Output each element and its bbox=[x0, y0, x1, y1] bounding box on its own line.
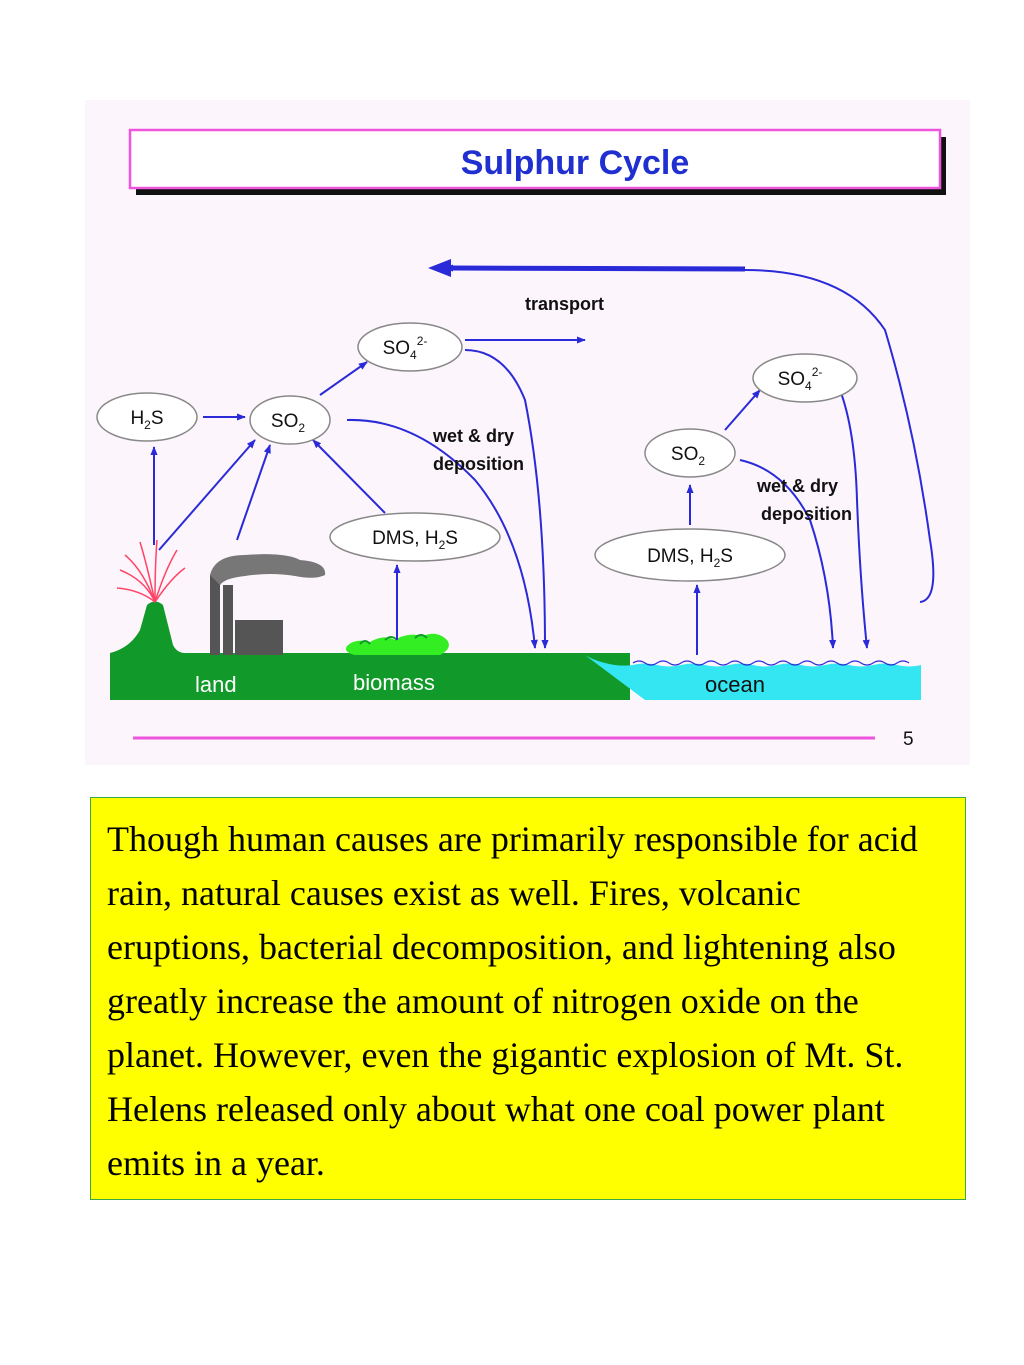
biomass-label: biomass bbox=[353, 670, 435, 695]
land-label: land bbox=[195, 672, 237, 697]
caption-box: Though human causes are primarily respon… bbox=[90, 797, 966, 1200]
wet-dry-right-label-line1: wet & dry bbox=[756, 476, 838, 496]
caption-paragraph: Though human causes are primarily respon… bbox=[107, 819, 918, 1183]
sulphur-cycle-diagram: Sulphur Cycle bbox=[85, 100, 970, 765]
dms-right-label: DMS, H2S bbox=[647, 546, 733, 570]
so2-left-deposition-arrow bbox=[346, 418, 538, 649]
dms-left-node bbox=[329, 512, 501, 562]
so2-left-label: SO2 bbox=[271, 411, 305, 435]
h2s-left-label: H2S bbox=[130, 408, 163, 432]
so4-right-deposition-arrow bbox=[839, 389, 870, 649]
biomass-icon bbox=[346, 633, 449, 655]
ocean-label: ocean bbox=[705, 672, 765, 697]
dms-right-node bbox=[594, 528, 786, 582]
wet-dry-left-label-line1: wet & dry bbox=[432, 426, 514, 446]
dms-left-to-so2-arrow bbox=[312, 439, 386, 514]
ocean-waves bbox=[632, 660, 910, 666]
transport-arrow bbox=[444, 264, 935, 603]
shore-slope bbox=[585, 653, 630, 700]
so4-left-deposition-arrow bbox=[464, 349, 549, 649]
h2s-left-node bbox=[96, 392, 198, 442]
so2-right-label: SO2 bbox=[671, 444, 705, 468]
so2-left-node bbox=[249, 395, 331, 445]
dms-left-label: DMS, H2S bbox=[372, 528, 458, 552]
so2-right-to-so4-right-arrow bbox=[724, 389, 761, 431]
so2-to-so4-left-arrow bbox=[319, 361, 368, 396]
so4-right-node bbox=[752, 353, 858, 403]
so4-right-label: SO42- bbox=[778, 365, 823, 393]
ocean-area bbox=[585, 655, 921, 700]
factory-icon bbox=[210, 554, 326, 655]
so2-right-node bbox=[644, 428, 736, 478]
transport-label: transport bbox=[525, 294, 604, 314]
wet-dry-right-label-line2: deposition bbox=[761, 504, 852, 524]
page-number: 5 bbox=[903, 729, 914, 750]
wet-dry-left-label-line2: deposition bbox=[433, 454, 524, 474]
land-area bbox=[110, 653, 630, 700]
so2-right-deposition-arrow bbox=[739, 459, 837, 649]
so4-left-node bbox=[357, 322, 463, 372]
so4-left-label: SO42- bbox=[383, 334, 428, 362]
volcano-to-so2-arrow bbox=[158, 439, 256, 551]
diagram-title: Sulphur Cycle bbox=[461, 144, 690, 182]
factory-to-so2-arrow bbox=[236, 444, 271, 541]
volcano-icon bbox=[110, 539, 186, 653]
title-box: Sulphur Cycle bbox=[128, 128, 946, 195]
